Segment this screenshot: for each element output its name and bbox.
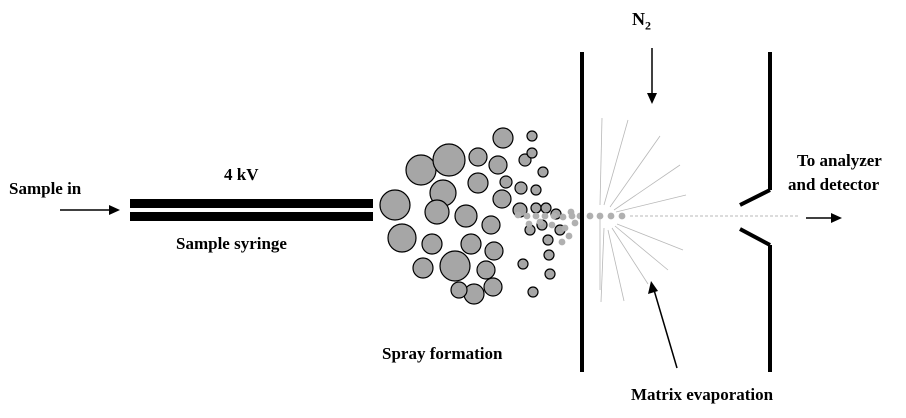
droplet bbox=[488, 155, 508, 175]
spray-formation-label: Spray formation bbox=[382, 344, 503, 363]
matrix-evaporation-label: Matrix evaporation bbox=[631, 385, 774, 404]
evaporation-ray bbox=[613, 164, 681, 211]
ion-dot bbox=[514, 211, 522, 219]
droplet bbox=[484, 241, 504, 261]
droplet bbox=[432, 143, 466, 177]
ion-dot bbox=[550, 212, 558, 220]
droplet bbox=[530, 184, 542, 196]
evaporation-ray bbox=[603, 119, 629, 206]
droplet bbox=[537, 166, 549, 178]
evaporation-ray bbox=[615, 194, 687, 213]
spray-droplets bbox=[379, 127, 566, 305]
evaporation-rays bbox=[599, 117, 687, 303]
droplet bbox=[379, 189, 411, 221]
ion-dot bbox=[561, 224, 569, 232]
droplet bbox=[454, 204, 478, 228]
droplet bbox=[542, 234, 554, 246]
evaporation-ray bbox=[609, 135, 661, 208]
droplet bbox=[412, 257, 434, 279]
ion-dot bbox=[567, 208, 575, 216]
ion-dot bbox=[586, 212, 594, 220]
ion-dot bbox=[558, 238, 566, 246]
n2-subscript: 2 bbox=[645, 18, 651, 33]
syringe-needle bbox=[130, 199, 373, 221]
droplet bbox=[405, 154, 437, 186]
droplet bbox=[450, 281, 468, 299]
ion-dot bbox=[548, 221, 556, 229]
droplet bbox=[481, 215, 501, 235]
droplet bbox=[544, 268, 556, 280]
ion-dot bbox=[565, 232, 573, 240]
ion-dot bbox=[523, 212, 531, 220]
evaporation-ray bbox=[600, 227, 605, 303]
skimmer-plate bbox=[739, 52, 772, 372]
evaporation-ray bbox=[611, 227, 649, 285]
sample-inlet-arrow bbox=[60, 205, 120, 215]
droplet bbox=[543, 249, 555, 261]
voltage-label: 4 kV bbox=[224, 165, 259, 184]
ion-dot bbox=[525, 220, 533, 228]
outlet-arrow bbox=[806, 213, 842, 223]
evaporation-ray bbox=[616, 223, 684, 251]
n2-label: N2 bbox=[632, 8, 651, 37]
ion-dot bbox=[532, 212, 540, 220]
droplet bbox=[518, 153, 532, 167]
n2-flow-arrow bbox=[647, 48, 657, 104]
ion-dot bbox=[571, 219, 579, 227]
droplet bbox=[514, 181, 528, 195]
droplet bbox=[424, 199, 450, 225]
droplet bbox=[499, 175, 513, 189]
droplet bbox=[492, 189, 512, 209]
ion-dot bbox=[618, 212, 626, 220]
droplet bbox=[387, 223, 417, 253]
droplet bbox=[492, 127, 514, 149]
ion-dot bbox=[536, 218, 544, 226]
droplet bbox=[530, 202, 542, 214]
evaporation-ray bbox=[614, 225, 669, 271]
droplet bbox=[517, 258, 529, 270]
droplet bbox=[460, 233, 482, 255]
droplet bbox=[526, 147, 538, 159]
to-analyzer-label-line1: To analyzer bbox=[797, 151, 882, 170]
droplet bbox=[468, 147, 488, 167]
droplet bbox=[476, 260, 496, 280]
droplet bbox=[421, 233, 443, 255]
ion-dot bbox=[596, 212, 604, 220]
syringe-label: Sample syringe bbox=[176, 234, 287, 253]
sample-in-label: Sample in bbox=[9, 179, 82, 198]
n2-symbol: N bbox=[632, 9, 645, 29]
to-analyzer-label-line2: and detector bbox=[788, 175, 880, 194]
ion-dot bbox=[541, 212, 549, 220]
evaporation-ray bbox=[599, 117, 603, 206]
ion-dot bbox=[607, 212, 615, 220]
droplet bbox=[527, 286, 539, 298]
evaporation-ray bbox=[607, 229, 625, 302]
droplet bbox=[439, 250, 471, 282]
droplet bbox=[540, 202, 552, 214]
droplet bbox=[467, 172, 489, 194]
matrix-pointer-arrow bbox=[648, 281, 678, 369]
ion-dot bbox=[559, 213, 567, 221]
droplet bbox=[526, 130, 538, 142]
ion-stream bbox=[514, 208, 626, 246]
droplet bbox=[483, 277, 503, 297]
